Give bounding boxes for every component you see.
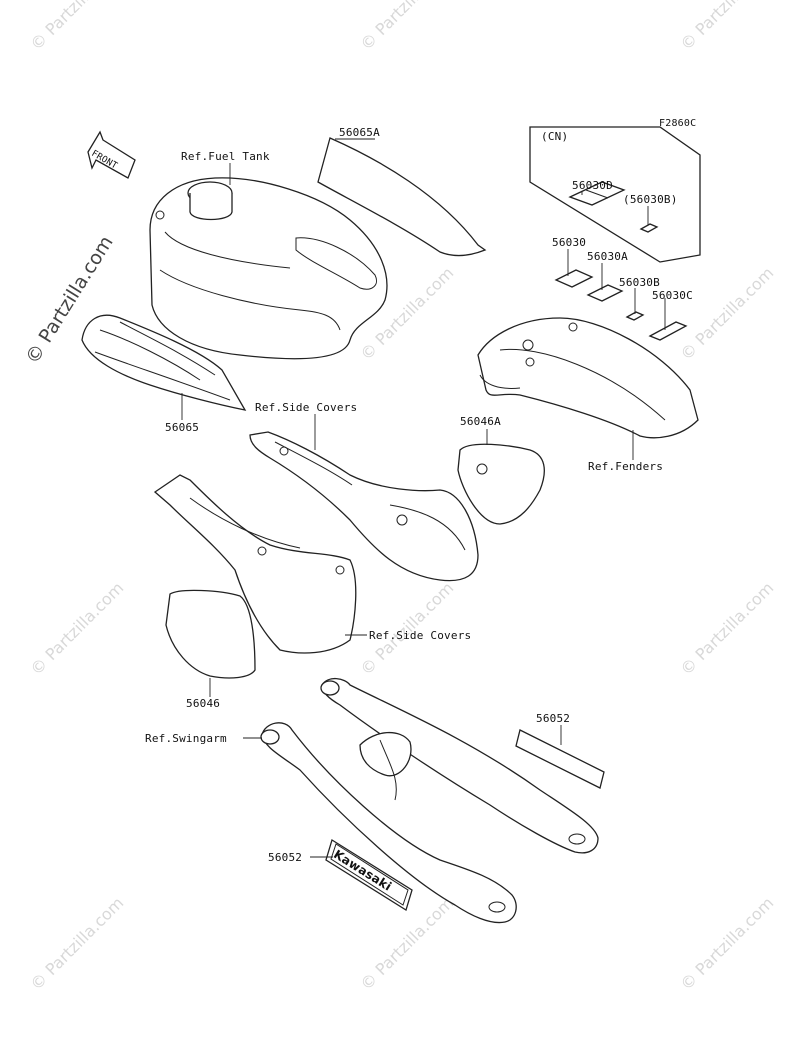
label-ref-side-covers-bottom: Ref.Side Covers [369, 629, 472, 642]
kawasaki-decal-shape [325, 838, 413, 912]
label-56030B: 56030B [619, 276, 660, 289]
decal-56030D-shape [568, 181, 626, 206]
fuel-tank-drawing [149, 177, 388, 360]
label-56030A: 56030A [587, 250, 628, 263]
decal-56052-strip-shape [515, 729, 605, 789]
fender-drawing [477, 317, 699, 439]
label-56052-right: 56052 [536, 712, 571, 725]
label-ref-side-covers-top: Ref.Side Covers [255, 401, 358, 414]
decal-56030B-shape [625, 311, 645, 321]
decal-56030-shape [554, 269, 594, 288]
label-ref-fenders: Ref.Fenders [588, 460, 664, 473]
label-ref-swingarm: Ref.Swingarm [145, 732, 227, 745]
label-56030B-cn: (56030B) [623, 193, 678, 206]
leader-lines [181, 138, 666, 858]
label-56030C: 56030C [652, 289, 693, 302]
label-56030D: 56030D [572, 179, 613, 192]
side-cover-upper-drawing [249, 431, 479, 582]
label-56065A: 56065A [339, 126, 380, 139]
swingarm-drawing [260, 677, 599, 924]
decal-56065-shape [81, 314, 247, 411]
label-56046A: 56046A [460, 415, 501, 428]
decal-56065A-shape [317, 137, 487, 257]
label-56065: 56065 [165, 421, 200, 434]
cn-box-label: (CN) [541, 130, 569, 143]
pad-56046-shape [165, 589, 256, 679]
figure-code: F2860C [659, 118, 697, 129]
label-56030: 56030 [552, 236, 587, 249]
side-cover-lower-drawing [153, 474, 357, 654]
pad-56046A-shape [457, 443, 545, 525]
decal-56030C-shape [648, 321, 688, 341]
decal-56030A-shape [586, 284, 624, 302]
front-arrow-icon [87, 130, 136, 179]
label-ref-fuel-tank: Ref.Fuel Tank [181, 150, 270, 163]
decal-56030B-cn-shape [639, 223, 659, 233]
label-56046: 56046 [186, 697, 221, 710]
label-56052-left: 56052 [268, 851, 303, 864]
